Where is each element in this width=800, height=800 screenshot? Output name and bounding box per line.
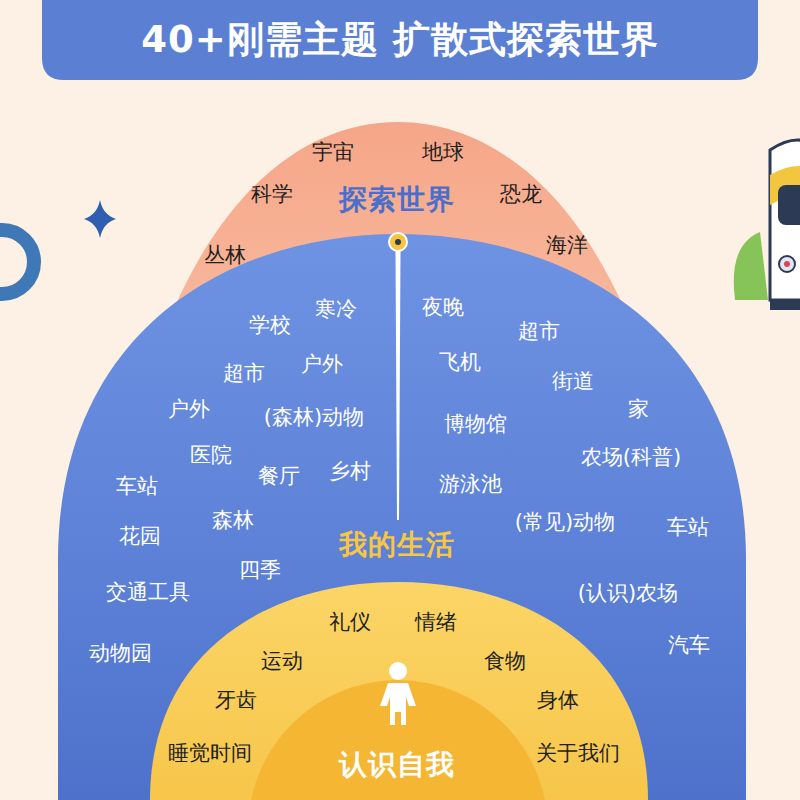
topic-word: 恐龙 [500, 182, 542, 206]
topic-word: 食物 [484, 649, 526, 673]
topic-word: 博物馆 [444, 412, 507, 436]
topic-word: 牙齿 [215, 688, 257, 712]
topic-word: 家 [628, 397, 649, 421]
rocket-illustration [734, 140, 800, 310]
middle-dome [58, 234, 746, 800]
ring-decor [0, 230, 34, 294]
topic-word: (认识)农场 [578, 581, 678, 605]
band-heading: 认识自我 [339, 749, 455, 781]
title-bar [42, 0, 758, 80]
topic-word: 身体 [537, 688, 579, 712]
topic-word: 交通工具 [106, 580, 190, 604]
topic-word: 礼仪 [329, 610, 371, 634]
topic-word: 动物园 [89, 641, 152, 665]
pointer-hub [389, 233, 407, 251]
topic-word: 寒冷 [315, 297, 357, 321]
topic-word: 学校 [249, 313, 291, 337]
topic-word: 丛林 [204, 243, 246, 267]
pointer-dot [395, 239, 401, 245]
topic-word: 超市 [223, 361, 265, 385]
topic-word: 情绪 [415, 610, 457, 634]
topic-word: 农场(科普) [581, 445, 681, 469]
topic-word: 四季 [239, 558, 281, 582]
topic-word: 飞机 [439, 350, 481, 374]
topic-word: 运动 [261, 649, 303, 673]
topic-word: 街道 [552, 369, 594, 393]
topic-word: 地球 [422, 140, 464, 164]
topic-word: 花园 [119, 524, 161, 548]
topic-word: 餐厅 [258, 464, 300, 488]
child-icon [380, 662, 416, 725]
topic-word: 车站 [116, 474, 158, 498]
topic-word: 乡村 [329, 459, 371, 483]
topic-word: 科学 [251, 182, 293, 206]
inner-dome [150, 582, 648, 800]
page-title: 40+刚需主题 扩散式探索世界 [141, 15, 658, 65]
topic-word: 夜晚 [422, 295, 464, 319]
topic-word: 游泳池 [439, 472, 502, 496]
core-circle [248, 680, 548, 800]
topic-word: 户外 [301, 352, 343, 376]
band-heading: 我的生活 [339, 529, 455, 561]
band-heading: 探索世界 [339, 184, 455, 216]
star-decor [84, 200, 116, 238]
topic-word: 车站 [667, 515, 709, 539]
topic-word: 医院 [190, 443, 232, 467]
topic-word: 关于我们 [536, 741, 620, 765]
topic-word: 超市 [518, 319, 560, 343]
pointer-needle [396, 250, 401, 520]
topic-word: 宇宙 [312, 140, 354, 164]
topic-word: 森林 [212, 508, 254, 532]
topic-word: (常见)动物 [515, 510, 615, 534]
topic-word: 汽车 [668, 633, 710, 657]
topic-word: (森林)动物 [264, 405, 364, 429]
topic-word: 户外 [168, 397, 210, 421]
topic-word: 睡觉时间 [168, 741, 252, 765]
topic-word: 海洋 [546, 233, 588, 257]
